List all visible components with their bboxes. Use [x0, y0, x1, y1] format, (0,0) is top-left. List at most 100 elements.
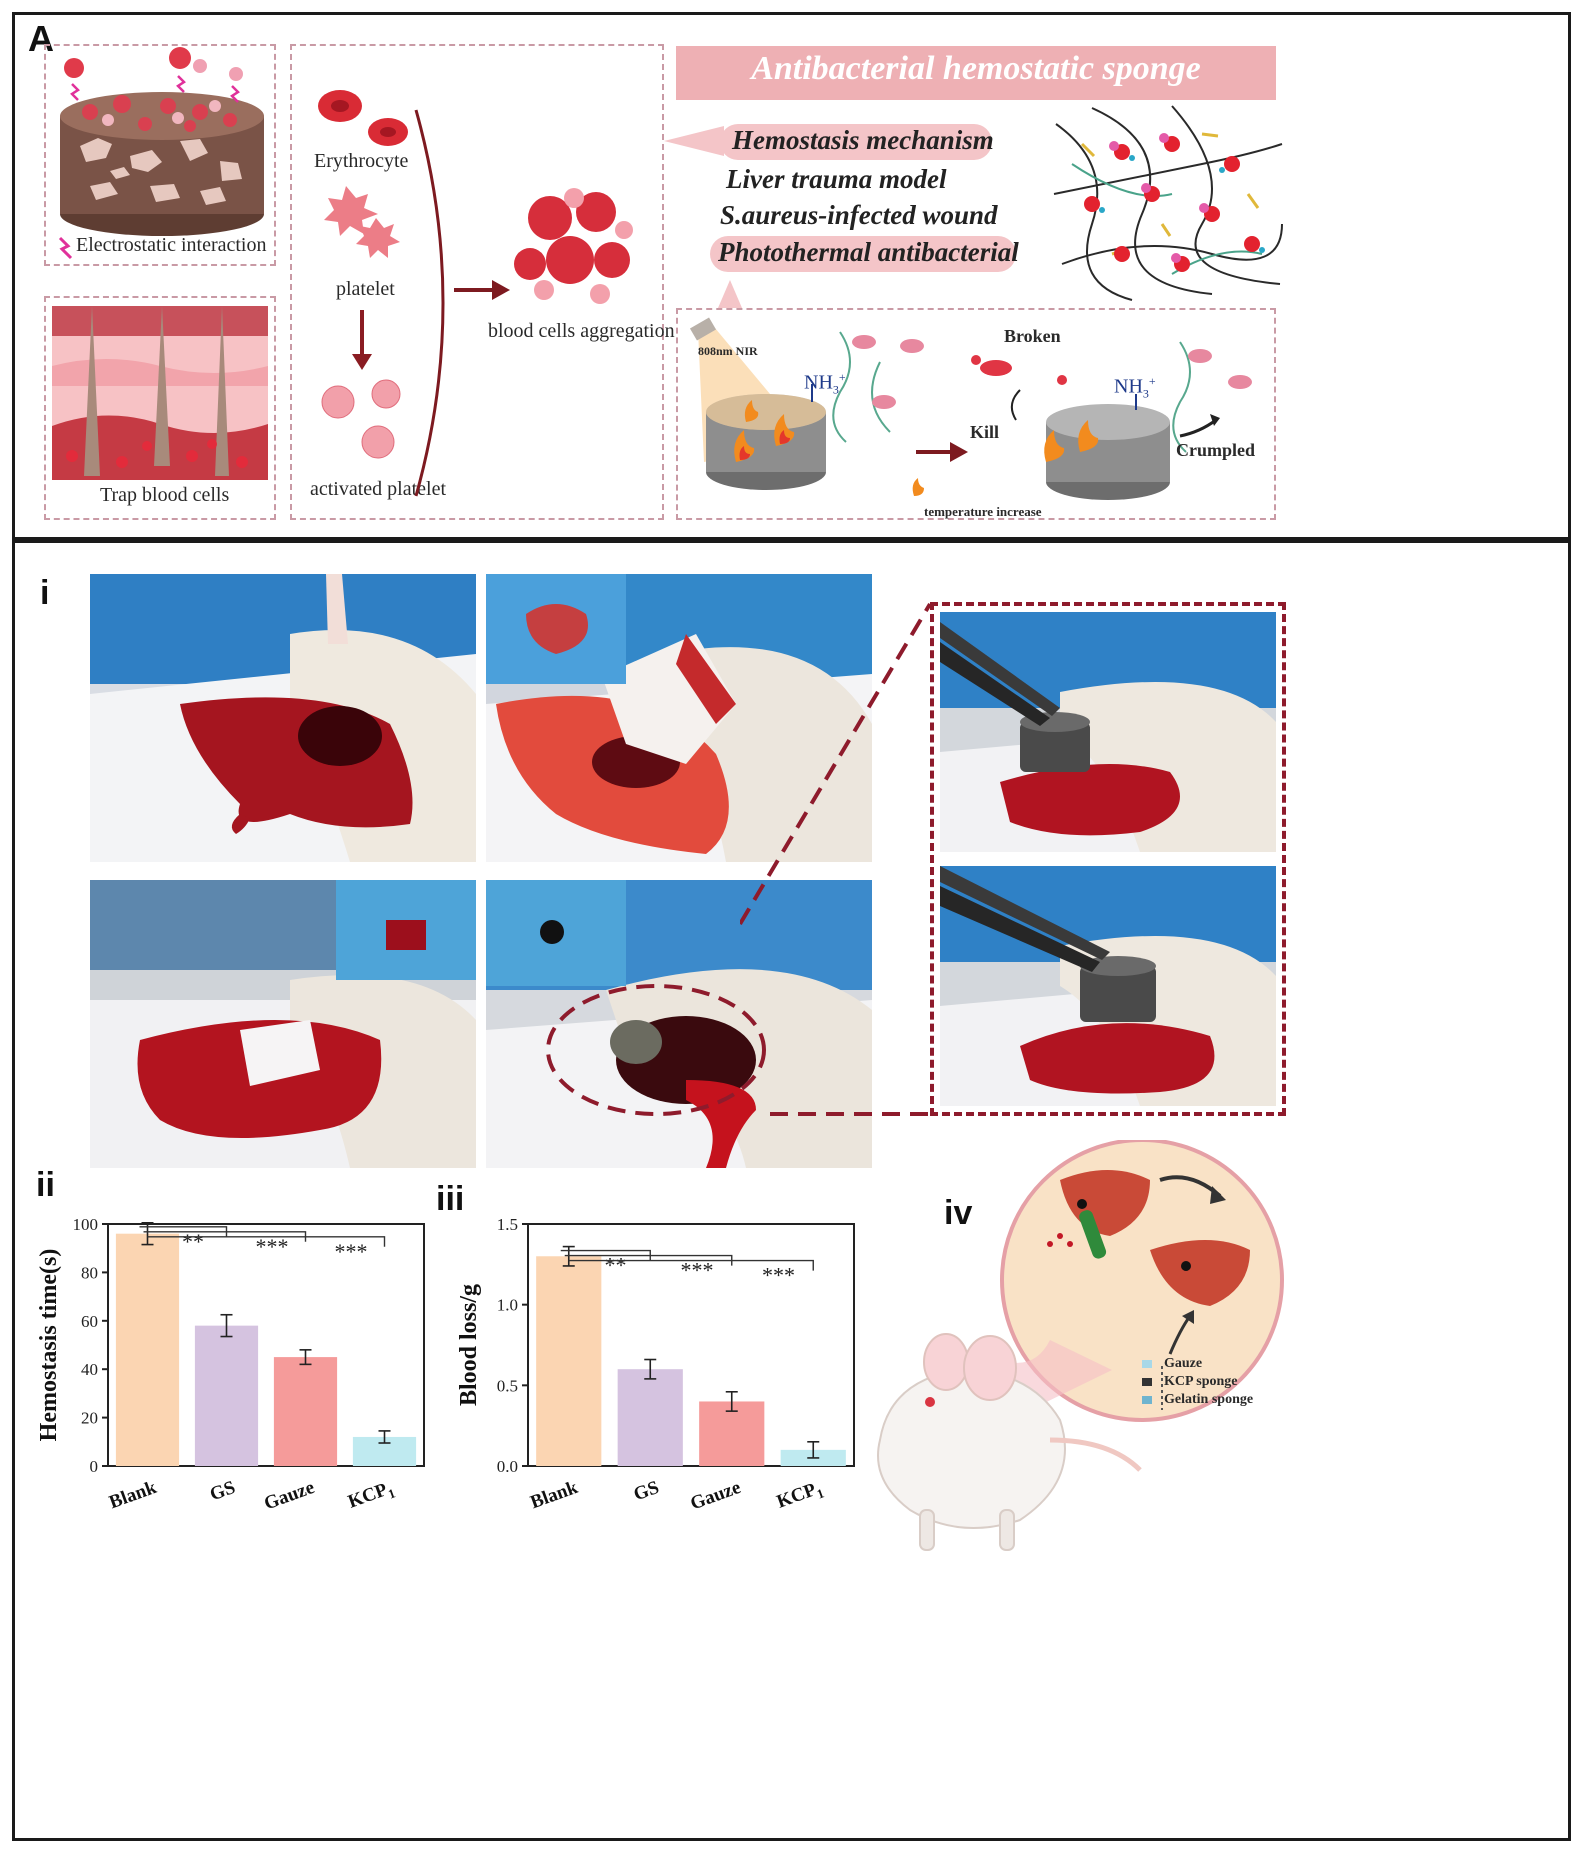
y-tick-label: 0	[90, 1457, 99, 1476]
legend-kcp: KCP sponge	[1164, 1374, 1238, 1389]
pill-hemostasis	[720, 124, 992, 160]
photo-gelatin	[90, 880, 476, 1168]
x-tick-subscript: 1	[815, 1485, 826, 1501]
electrostatic-caption: Electrostatic interaction	[76, 234, 267, 256]
panel-label-ii: ii	[36, 1166, 55, 1204]
platelet-label: platelet	[336, 278, 395, 300]
photothermal-pointer	[718, 280, 742, 308]
polymer-network-illustration	[1053, 105, 1283, 301]
bar-gauze	[273, 1357, 338, 1466]
significance-label: **	[182, 1229, 204, 1254]
bar-blank	[536, 1256, 602, 1466]
y-tick-label: 20	[81, 1409, 98, 1428]
y-tick-label: 100	[73, 1215, 99, 1234]
pill-photothermal	[710, 236, 1016, 272]
x-tick-label: Blank	[106, 1477, 159, 1510]
plot-area	[107, 1223, 425, 1467]
x-tick-label: Gauze	[261, 1477, 317, 1510]
legend-gauze: Gauze	[1164, 1356, 1203, 1371]
panel-label-i: i	[40, 574, 50, 612]
panel-label-iii: iii	[436, 1180, 465, 1218]
temperature-label: temperature increase	[924, 504, 1042, 519]
crumpled-label: Crumpled	[1176, 440, 1256, 460]
zoom-frame	[930, 602, 1286, 1116]
panel-a-frame	[12, 12, 1571, 540]
photo-blank	[90, 574, 476, 862]
significance-label: ***	[256, 1234, 289, 1259]
banner-title-text: Antibacterial hemostatic sponge	[751, 50, 1201, 87]
x-tick-label: Gauze	[688, 1477, 744, 1510]
y-tick-label: 0.0	[497, 1457, 518, 1476]
aggregation-label: blood cells aggregation	[488, 320, 675, 342]
trap-blood-cells-illustration	[52, 306, 268, 480]
photo-zoom-bottom	[940, 866, 1276, 1106]
menu-item-hemostasis: Hemostasis mechanism	[732, 125, 994, 155]
significance-label: ***	[681, 1258, 714, 1283]
menu-item-saureus: S.aureus-infected wound	[720, 200, 998, 230]
menu-item-photothermal: Photothermal antibacterial	[718, 237, 1019, 267]
plot-area	[527, 1223, 855, 1467]
photo-gauze	[486, 574, 872, 862]
down-arrow-icon	[352, 310, 372, 370]
sponge-cylinder-illustration	[60, 47, 264, 236]
photo-zoom-top	[940, 612, 1276, 852]
y-tick-label: 1.5	[497, 1215, 518, 1234]
activated-platelet-label: activated platelet	[310, 478, 447, 500]
trap-caption: Trap blood cells	[100, 484, 230, 506]
bar-gs	[194, 1325, 259, 1466]
platelet-box	[290, 44, 664, 520]
nh3-label-right: NH3+	[1114, 374, 1156, 401]
platelet-icon	[324, 186, 400, 258]
significance-label: ***	[335, 1239, 368, 1264]
activated-platelet-icon	[321, 379, 401, 459]
x-tick-subscript: 1	[386, 1485, 397, 1501]
y-tick-label: 80	[81, 1263, 98, 1282]
y-tick-label: 1.0	[497, 1296, 518, 1315]
banner-pointer	[664, 126, 724, 156]
zoom-connector	[740, 602, 932, 1116]
significance-label: ***	[762, 1263, 795, 1288]
panel-label-iv: iv	[944, 1194, 973, 1232]
electrostatic-box	[44, 44, 276, 266]
y-tick-label: 0.5	[497, 1376, 518, 1395]
legend-gelatin: Gelatin sponge	[1164, 1392, 1254, 1407]
x-tick-label: KCP1	[345, 1477, 397, 1510]
x-tick-label: GS	[631, 1477, 662, 1505]
significance-bracket	[560, 1249, 651, 1261]
bar-gauze	[699, 1401, 765, 1466]
y-axis-label: Hemostasis time(s)	[36, 1249, 62, 1442]
panel-label-a: A	[28, 18, 54, 59]
bar-blank	[115, 1233, 180, 1466]
erythrocyte-label: Erythrocyte	[314, 150, 409, 172]
photo-kcp-sponge	[486, 880, 872, 1168]
panel-b-frame	[12, 540, 1571, 1841]
nir-label: 808nm NIR	[698, 344, 758, 358]
photothermal-illustration	[689, 317, 1252, 500]
curved-bracket	[414, 109, 445, 497]
significance-bracket	[568, 1259, 814, 1271]
banner-title	[676, 46, 1276, 100]
significance-bracket	[147, 1236, 386, 1247]
x-tick-label: GS	[207, 1477, 238, 1505]
liver-model-illustration	[877, 1140, 1284, 1551]
x-tick-label: Blank	[528, 1477, 581, 1510]
significance-bracket	[564, 1254, 733, 1266]
trap-box	[44, 296, 276, 520]
photothermal-box	[676, 308, 1276, 520]
y-tick-label: 60	[81, 1312, 98, 1331]
broken-label: Broken	[1004, 326, 1061, 346]
menu-item-liver: Liver trauma model	[726, 164, 947, 194]
right-arrow-icon	[454, 280, 510, 300]
aggregation-icon	[514, 188, 633, 304]
bar-gs	[617, 1369, 683, 1466]
erythrocyte-icon	[318, 90, 408, 146]
lightning-icon	[58, 236, 73, 260]
significance-bracket	[139, 1226, 228, 1237]
nh3-label-left: NH3+	[804, 370, 846, 397]
significance-bracket	[143, 1231, 307, 1242]
x-tick-label: KCP1	[774, 1477, 826, 1510]
kill-label: Kill	[970, 422, 1000, 442]
y-tick-label: 40	[81, 1360, 98, 1379]
